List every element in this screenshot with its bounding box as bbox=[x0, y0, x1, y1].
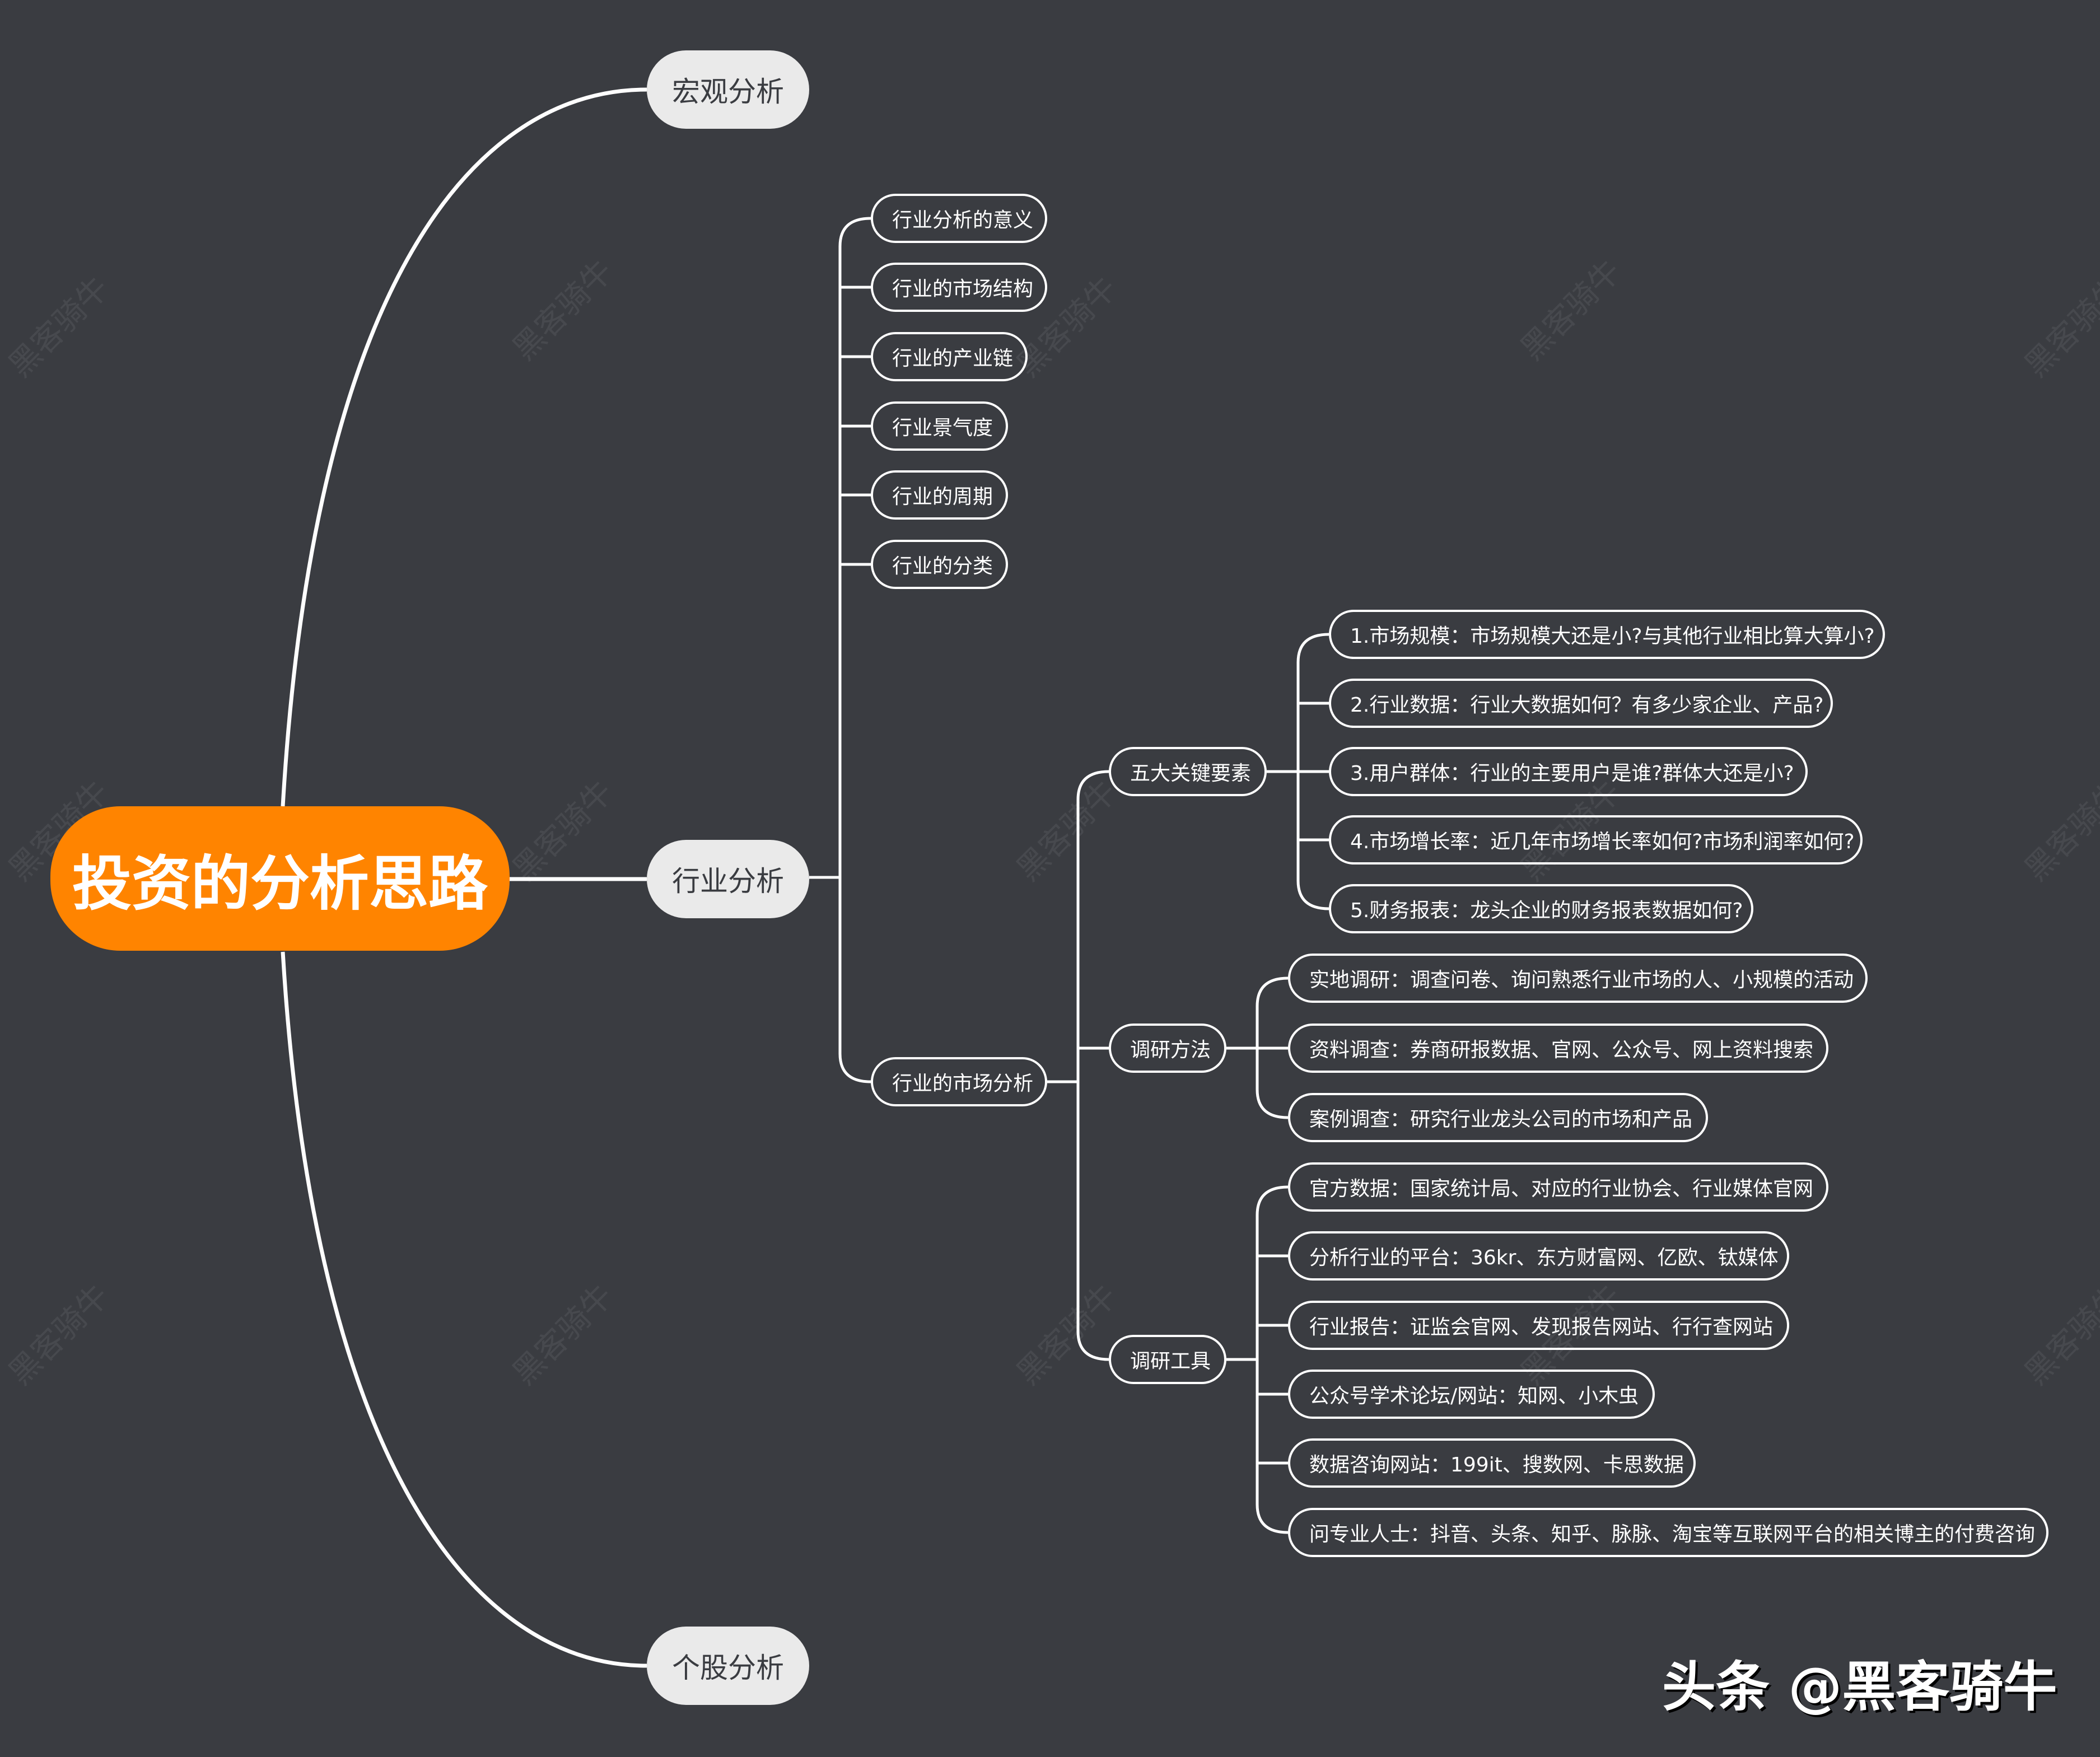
leaf-industry-reports[interactable]: 行业报告：证监会官网、发现报告网站、行行查网站 bbox=[1288, 1301, 1789, 1350]
subtopic-market-analysis[interactable]: 行业的市场分析 bbox=[871, 1057, 1047, 1106]
leaf-financial-statements[interactable]: 5.财务报表：龙头企业的财务报表数据如何? bbox=[1329, 884, 1753, 933]
leaf-data-consulting[interactable]: 数据咨询网站：199it、搜数网、卡思数据 bbox=[1288, 1438, 1696, 1488]
leaf-case-study[interactable]: 案例调查：研究行业龙头公司的市场和产品 bbox=[1288, 1093, 1708, 1142]
topic-macro-analysis[interactable]: 宏观分析 bbox=[647, 50, 809, 129]
leaf-field-research[interactable]: 实地调研：调查问卷、询问熟悉行业市场的人、小规模的活动 bbox=[1288, 954, 1868, 1003]
leaf-official-data[interactable]: 官方数据：国家统计局、对应的行业协会、行业媒体官网 bbox=[1288, 1162, 1828, 1212]
root-topic[interactable]: 投资的分析思路 bbox=[50, 806, 510, 951]
topic-industry-analysis[interactable]: 行业分析 bbox=[647, 840, 809, 918]
subtopic-industry-meaning[interactable]: 行业分析的意义 bbox=[871, 194, 1047, 243]
subtopic-market-structure[interactable]: 行业的市场结构 bbox=[871, 263, 1047, 312]
leaf-academic-forums[interactable]: 公众号学术论坛/网站：知网、小木虫 bbox=[1288, 1370, 1655, 1419]
brand-watermark: 头条 @黑客骑牛 bbox=[1662, 1656, 2057, 1718]
leaf-industry-data[interactable]: 2.行业数据：行业大数据如何？有多少家企业、产品? bbox=[1329, 679, 1833, 728]
leaf-data-survey[interactable]: 资料调查：券商研报数据、官网、公众号、网上资料搜索 bbox=[1288, 1024, 1828, 1073]
subtopic-five-key-elements[interactable]: 五大关键要素 bbox=[1109, 747, 1267, 796]
leaf-growth-rate[interactable]: 4.市场增长率：近几年市场增长率如何?市场利润率如何? bbox=[1329, 815, 1863, 865]
subtopic-research-methods[interactable]: 调研方法 bbox=[1109, 1024, 1226, 1073]
subtopic-prosperity[interactable]: 行业景气度 bbox=[871, 401, 1008, 451]
leaf-ask-experts[interactable]: 问专业人士：抖音、头条、知乎、脉脉、淘宝等互联网平台的相关博主的付费咨询 bbox=[1288, 1508, 2048, 1557]
leaf-user-group[interactable]: 3.用户群体：行业的主要用户是谁?群体大还是小? bbox=[1329, 747, 1808, 796]
subtopic-industry-chain[interactable]: 行业的产业链 bbox=[871, 332, 1028, 381]
subtopic-research-tools[interactable]: 调研工具 bbox=[1109, 1335, 1226, 1384]
subtopic-classification[interactable]: 行业的分类 bbox=[871, 540, 1008, 589]
leaf-market-size[interactable]: 1.市场规模：市场规模大还是小?与其他行业相比算大算小? bbox=[1329, 610, 1885, 659]
subtopic-cycle[interactable]: 行业的周期 bbox=[871, 470, 1008, 520]
topic-stock-analysis[interactable]: 个股分析 bbox=[647, 1627, 809, 1705]
leaf-analysis-platforms[interactable]: 分析行业的平台：36kr、东方财富网、亿欧、钛媒体 bbox=[1288, 1231, 1789, 1281]
